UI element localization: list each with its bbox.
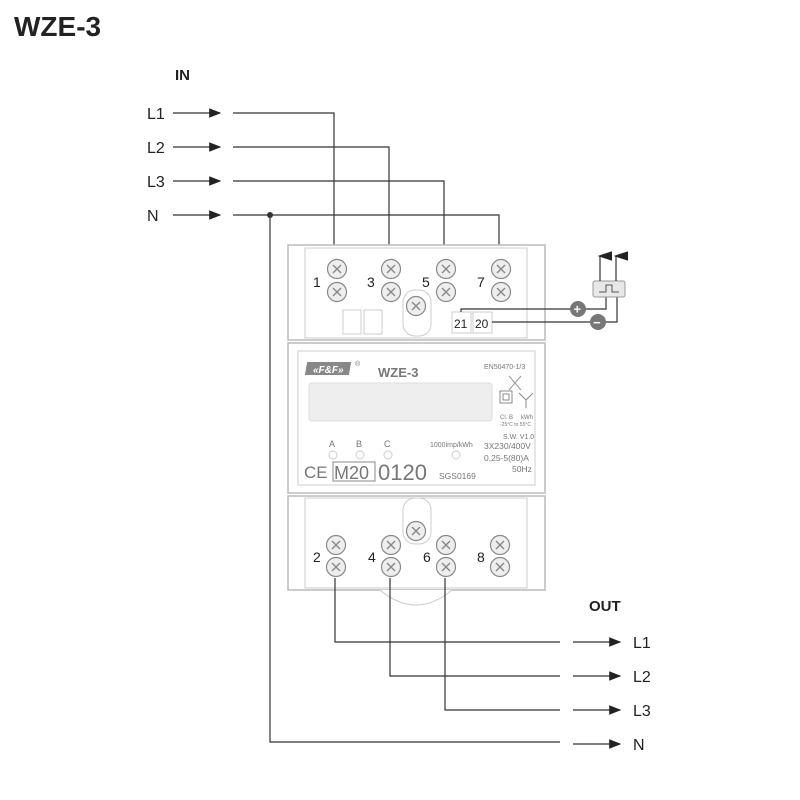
class-label: Cl. B [500,415,513,421]
certificate-label: SGS0169 [439,471,476,481]
terminal-3: 3 [367,274,375,290]
phase-a-label: A [329,439,335,449]
wire-out-l2 [389,578,560,677]
software-label: S.W. V1.0 [503,434,534,441]
temp-label: -25°C to 55°C [500,422,531,428]
notified-body-number: 0120 [378,460,427,485]
led-impulse [451,450,461,460]
ce-mark: CE [304,463,328,482]
out-heading: OUT [589,598,621,615]
registered-mark: ® [355,360,361,368]
plus-sign: + [574,302,582,317]
double-insulation-icon [499,390,513,404]
pulse-counter-icon [592,280,626,298]
led-b [355,450,365,460]
brand-logo [304,362,352,375]
out-label-l3: L3 [633,703,651,720]
top-terminals: 1 3 5 7 [313,258,512,303]
lcd-display [308,382,493,422]
minus-icon [590,314,606,330]
wire-in-l2 [233,146,390,259]
impulse-label: 1000imp/kWh [430,442,473,449]
out-label-l1: L1 [633,635,651,652]
diagram-title: WZE-3 [14,11,101,42]
wire-out-l1 [334,578,560,643]
in-label-l2: L2 [147,140,165,157]
terminal-7: 7 [477,274,485,290]
voltage-label: 3X230/400V [484,441,531,451]
led-c [383,450,393,460]
out-label-l2: L2 [633,669,651,686]
phase-c-label: C [384,439,391,449]
plus-icon [570,301,586,317]
out-label-n: N [633,737,645,754]
bottom-terminals: 2 4 6 8 [313,534,511,578]
three-phase-icon [518,392,534,408]
terminal-5: 5 [422,274,430,290]
current-label: 0,25-5(80)A [484,453,529,463]
in-label-l3: L3 [147,174,165,191]
unit-label: kWh [521,415,533,421]
led-a [328,450,338,460]
terminal-8: 8 [477,549,485,565]
terminal-21: 21 [454,317,468,331]
terminal-20: 20 [475,317,489,331]
in-label-n: N [147,208,159,225]
in-heading: IN [175,67,190,84]
model-label: WZE-3 [378,365,418,380]
minus-sign: − [593,315,601,330]
standard-label: EN50470-1/3 [484,364,525,371]
frequency-label: 50Hz [512,464,532,474]
brand-logo-text: «F&F» [313,365,344,376]
terminal-2: 2 [313,549,321,565]
output-lines: OUT L1 L2 L3 N [334,578,651,754]
phase-b-label: B [356,439,362,449]
weee-bin-icon [508,375,522,391]
metrology-mark: M20 [334,463,369,483]
in-label-l1: L1 [147,106,165,123]
wire-n-through [269,215,560,743]
wire-out-l3 [444,578,560,711]
terminal-4: 4 [368,549,376,565]
energy-meter: 1 3 5 7 2 4 6 8 21 20 «F&F» ® WZE-3 EN50… [287,244,546,606]
terminal-6: 6 [423,549,431,565]
pulse-output: + − [460,251,628,330]
terminal-1: 1 [313,274,321,290]
wire-in-l1 [233,112,335,259]
wire-in-l3 [233,180,445,259]
